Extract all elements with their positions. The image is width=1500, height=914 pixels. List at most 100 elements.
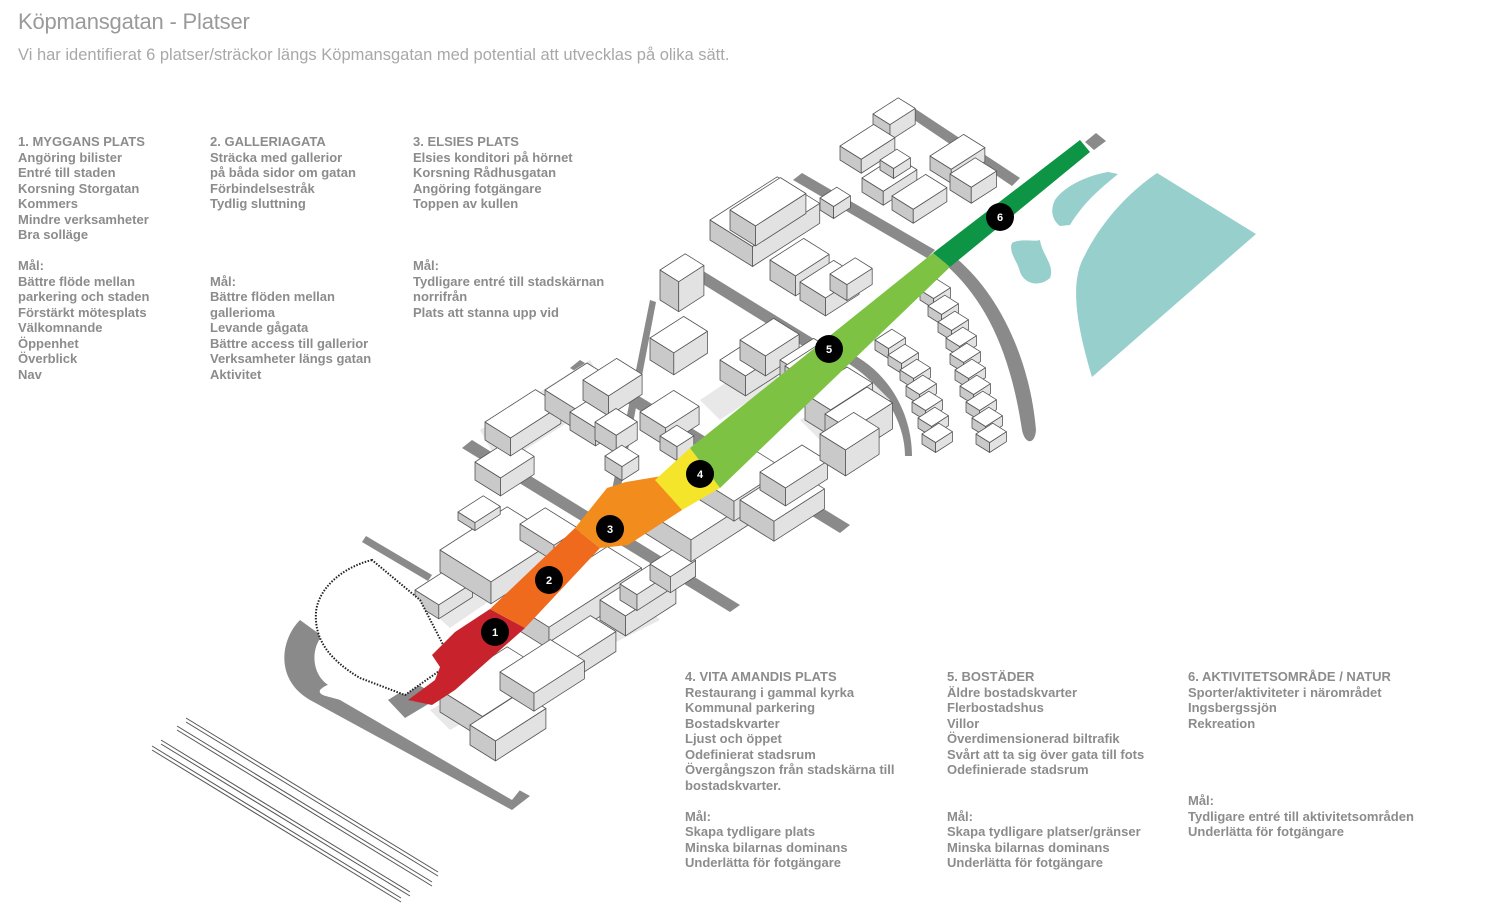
building [879, 148, 911, 179]
place-description-line: Svårt att ta sig över gata till fots [947, 746, 1145, 762]
spacer [685, 793, 895, 809]
place-description-line: Elsies konditori på hörnet [413, 149, 573, 165]
goals-label: Mål: [947, 808, 973, 824]
spacer [413, 227, 604, 243]
place-description-line: Flerbostadshus [947, 700, 1044, 715]
goal-line: Bättre flöde mellan [18, 273, 136, 289]
marker-circle [686, 460, 714, 488]
goals-label: Mål: [210, 273, 236, 289]
place-description-line: Övergångszon från stadskärna till [685, 762, 895, 777]
building [819, 411, 880, 477]
goal-line: Levande gågata [210, 320, 309, 335]
place-description-line: på båda sidor om gatan [210, 165, 356, 180]
goal-line: Verksamheter längs gatan [210, 351, 372, 366]
place-marker-3: 3 [596, 515, 624, 543]
place-description-line: Mindre verksamheter [18, 211, 149, 227]
spacer [1188, 762, 1414, 778]
building [739, 317, 800, 377]
street-segment-6 [933, 140, 1090, 267]
place-marker-5: 5 [815, 335, 843, 363]
road-parking-loop [319, 683, 520, 800]
goals-label: Mål: [18, 258, 44, 273]
building [659, 424, 695, 462]
building [819, 186, 851, 219]
goals-label: Mål: [685, 808, 711, 824]
building [582, 357, 643, 417]
railway-tracks [151, 717, 439, 903]
goals-label: Mål: [413, 258, 439, 273]
place-heading: 2. GALLERIAGATA [210, 134, 326, 149]
goal-line: Minska bilarnas dominans [685, 839, 848, 855]
place-description-line: Angöring bilister [18, 149, 122, 165]
parking-lot [314, 558, 454, 697]
spacer [413, 212, 604, 228]
goal-line: Öppenhet [18, 335, 79, 351]
building [921, 422, 953, 453]
goal-line: Plats att stanna upp vid [413, 304, 559, 320]
marker-number: 4 [697, 469, 704, 481]
goal-line: Skapa tydligare platser/gränser [947, 824, 1141, 839]
road-street-5 [672, 258, 845, 366]
spacer [210, 227, 371, 243]
place-description-line: Förbindelsestråk [210, 180, 315, 196]
marker-circle [815, 335, 843, 363]
place-description-line: Rekreation [1188, 715, 1256, 731]
spacer [1188, 747, 1414, 763]
building [649, 315, 708, 376]
road-northwest [362, 536, 432, 581]
place-marker-2: 2 [535, 566, 563, 594]
goal-line: parkering och staden [18, 289, 150, 304]
goal-line: Nav [18, 366, 42, 382]
marker-circle [481, 618, 509, 646]
place-marker-4: 4 [686, 460, 714, 488]
place-description-line: Kommunal parkering [685, 700, 816, 715]
spacer [210, 243, 371, 259]
place-description-line: Restaurang i gammal kyrka [685, 684, 855, 700]
place-markers: 1 2 3 4 5 6 [481, 203, 1014, 646]
building [457, 495, 501, 531]
spacer [1188, 731, 1414, 747]
goal-line: Skapa tydligare plats [685, 824, 816, 839]
spacer [1188, 778, 1414, 794]
place-marker-6: 6 [986, 203, 1014, 231]
goal-line: Förstärkt mötesplats [18, 304, 147, 320]
place-description-line: Korsning Storgatan [18, 180, 140, 196]
spacer [413, 243, 604, 259]
goal-line: norrifrån [413, 289, 468, 304]
place-description-line: Äldre bostadskvarter [947, 684, 1078, 700]
place-description-line: Sporter/aktiviteter i närområdet [1188, 684, 1382, 700]
goal-line: Minska bilarnas dominans [947, 839, 1110, 855]
place-description-line: Bostadskvarter [685, 715, 780, 731]
page-title: Köpmansgatan - Platser [18, 9, 250, 34]
place-description-line: Odefinierat stadsrum [685, 746, 816, 762]
goal-line: Bättre access till gallerior [210, 335, 369, 351]
marker-circle [986, 203, 1014, 231]
road-east-stub [1085, 133, 1106, 150]
place-description-line: Angöring fotgängare [413, 180, 542, 196]
place-description-line: Toppen av kullen [413, 196, 519, 211]
building [659, 253, 705, 313]
marker-number: 1 [492, 627, 498, 639]
building [604, 444, 640, 482]
pond-north [1052, 172, 1118, 226]
ingsbergssjon-water [1011, 172, 1256, 377]
place-heading: 6. AKTIVITETSOMRÅDE / NATUR [1188, 669, 1391, 684]
goal-line: Tydligare entré till stadskärnan [413, 273, 605, 289]
place-description-line: Bra solläge [18, 227, 89, 242]
place-description-line: Kommers [18, 196, 78, 211]
buildings [414, 97, 1007, 762]
place-heading: 4. VITA AMANDIS PLATS [685, 669, 837, 684]
place-description-line: Överdimensionerad biltrafik [947, 731, 1120, 746]
goal-line: Överblick [18, 351, 78, 366]
marker-number: 2 [546, 575, 552, 587]
spacer [947, 778, 1144, 794]
goal-line: Aktivitet [210, 366, 262, 382]
goal-line: Underlätta för fotgängare [947, 855, 1104, 870]
place-description-line: Sträcka med gallerior [210, 149, 343, 165]
